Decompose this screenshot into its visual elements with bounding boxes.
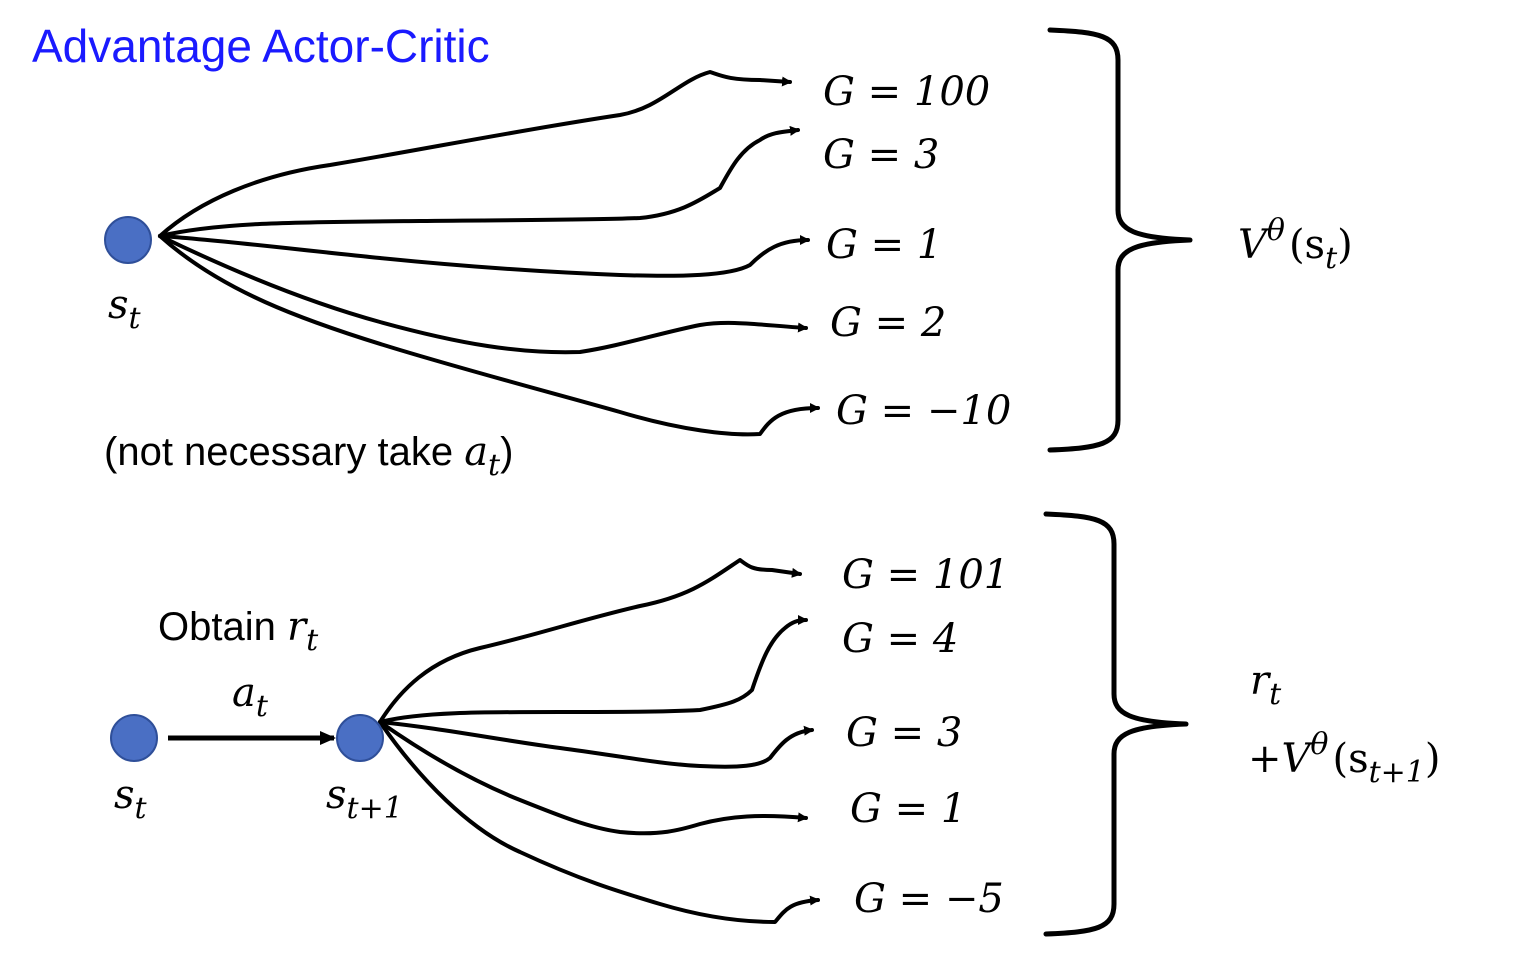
- bottom-trajectory-1: [378, 558, 802, 724]
- top-trajectory-4: [158, 234, 808, 355]
- value-label-v-st: Vθ(st): [1238, 213, 1353, 276]
- top-trajectory-1: [158, 70, 792, 238]
- top-return-5: G = −10: [836, 388, 1011, 434]
- bottom-return-1: G = 101: [842, 552, 1009, 598]
- bottom-return-3: G = 3: [846, 710, 962, 756]
- bottom-brace: [1043, 511, 1189, 937]
- target-value-term: +Vθ(st+1): [1248, 727, 1441, 790]
- bottom-return-2: G = 4: [842, 616, 958, 662]
- bottom-trajectory-3: [378, 720, 814, 769]
- top-trajectory-2: [158, 125, 800, 238]
- top-trajectory-5: [158, 234, 820, 437]
- page-title: Advantage Actor-Critic: [32, 20, 490, 72]
- top-return-4: G = 2: [830, 300, 946, 346]
- target-reward-term: rt: [1250, 658, 1282, 712]
- state-node-st-bottom: [110, 714, 158, 762]
- action-label: at: [232, 670, 269, 724]
- bottom-trajectory-2: [378, 615, 808, 724]
- top-return-3: G = 1: [826, 222, 942, 268]
- state-node-st: [104, 216, 152, 264]
- top-return-1: G = 100: [823, 69, 990, 115]
- obtain-reward-label: Obtain rt: [158, 604, 319, 658]
- bottom-return-4: G = 1: [850, 786, 966, 832]
- top-trajectory-3: [158, 234, 810, 278]
- top-section: st (not necessary take at) G = 100 G = 3…: [104, 27, 1353, 483]
- top-trajectories: [158, 70, 820, 437]
- bottom-return-5: G = −5: [854, 876, 1004, 922]
- bottom-trajectory-4: [378, 720, 808, 836]
- bottom-trajectories: [378, 558, 820, 924]
- bottom-section: st st+1 Obtain rt at G = 101 G = 4 G = 3…: [110, 511, 1441, 937]
- state-node-st1: [336, 714, 384, 762]
- state-label-st1: st+1: [326, 772, 403, 826]
- state-label-st-bottom: st: [114, 772, 148, 826]
- bottom-trajectory-5: [378, 720, 820, 924]
- note-not-necessary: (not necessary take at): [104, 429, 513, 483]
- state-label-st: st: [108, 282, 142, 336]
- top-return-2: G = 3: [823, 132, 939, 178]
- top-brace: [1047, 27, 1193, 453]
